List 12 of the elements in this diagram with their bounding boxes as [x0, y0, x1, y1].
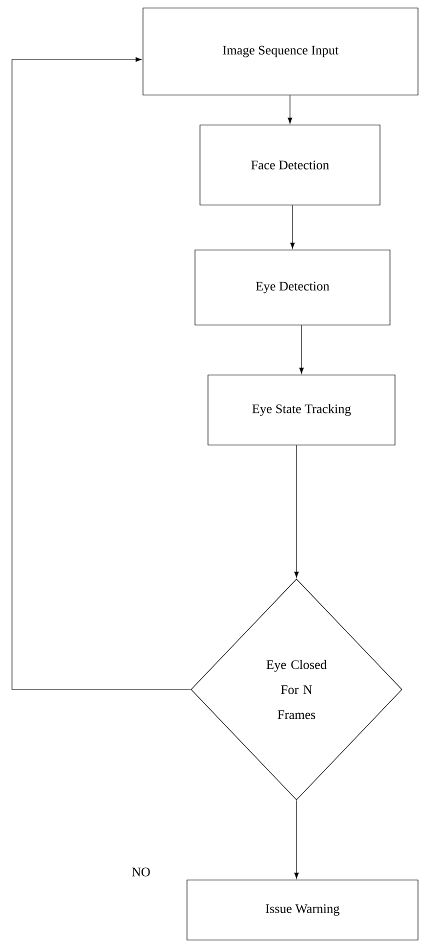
arrow [299, 325, 304, 374]
process-box: Eye Detection [194, 250, 390, 326]
arrow [290, 205, 295, 249]
arrow [294, 800, 299, 879]
branch-label: NO [132, 868, 150, 876]
process-box: Image Sequence Input [142, 8, 418, 96]
process-box: Eye State Tracking [208, 374, 396, 446]
arrow [12, 57, 191, 690]
arrow [288, 95, 292, 124]
process-box: Issue Warning [186, 880, 418, 940]
process-box: Face Detection [200, 124, 380, 206]
arrow [294, 445, 299, 578]
